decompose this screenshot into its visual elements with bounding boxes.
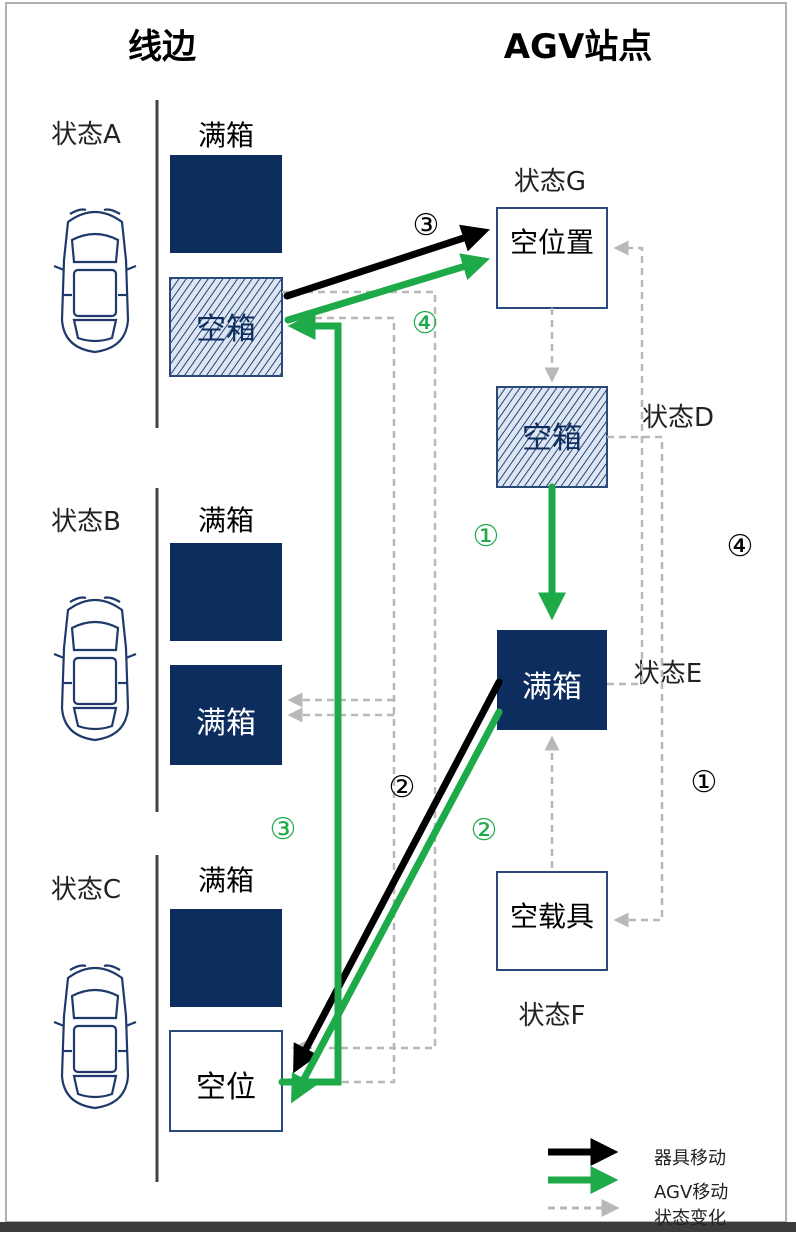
b-top-label: 满箱 xyxy=(198,504,254,537)
e-full-box xyxy=(497,630,607,730)
a-empty-box xyxy=(169,277,283,377)
car-icon xyxy=(52,208,138,354)
legend-state-change: 状态变化 xyxy=(654,1208,726,1229)
state-change-arrows xyxy=(282,240,664,1084)
step-marker-1-green: ① xyxy=(473,519,500,554)
device-move-arrows xyxy=(283,224,503,1074)
car-icon xyxy=(52,596,138,742)
step-marker-4-green: ④ xyxy=(412,306,439,341)
g-box-label: 空位置 xyxy=(510,226,594,259)
a-empty-box-label: 空箱 xyxy=(196,312,256,347)
c-full-box xyxy=(170,909,282,1007)
state-a-label: 状态A xyxy=(51,120,121,150)
state-d-label: 状态D xyxy=(642,403,714,433)
b-full-box-top xyxy=(170,543,282,641)
state-f-label: 状态F xyxy=(519,1001,586,1031)
header-agv-station: AGV站点 xyxy=(504,27,653,67)
b-full-box-label: 满箱 xyxy=(196,706,256,741)
step-marker-3-black: ③ xyxy=(413,208,440,243)
d-empty-box xyxy=(496,386,608,488)
state-g-label: 状态G xyxy=(514,167,586,197)
d-box-label: 空箱 xyxy=(522,421,582,456)
a-full-box xyxy=(170,155,282,253)
step-marker-3-green: ③ xyxy=(270,812,297,847)
step-marker-4-right: ④ xyxy=(727,529,754,564)
legend: 器具移动 AGV移动 状态变化 xyxy=(548,1138,728,1229)
legend-agv-move: AGV移动 xyxy=(654,1182,728,1203)
state-e-label: 状态E xyxy=(634,659,702,689)
c-top-label: 满箱 xyxy=(198,864,254,897)
bottom-bar xyxy=(0,1222,796,1232)
step-marker-2-green: ② xyxy=(471,813,498,848)
c-empty-slot-label: 空位 xyxy=(196,1070,256,1105)
state-b-label: 状态B xyxy=(51,507,121,537)
state-c-label: 状态C xyxy=(51,875,121,905)
step-marker-2-black: ② xyxy=(389,770,416,805)
g-empty-position-box xyxy=(496,207,608,309)
a-top-label: 满箱 xyxy=(198,119,254,152)
step-marker-1-right: ① xyxy=(691,765,718,800)
e-box-label: 满箱 xyxy=(522,670,582,705)
car-icon xyxy=(52,964,138,1110)
b-full-box-bottom xyxy=(170,665,282,765)
legend-device-move: 器具移动 xyxy=(654,1148,726,1169)
f-empty-carrier-box xyxy=(496,871,608,971)
c-empty-slot xyxy=(169,1030,283,1132)
agv-move-arrows xyxy=(278,253,566,1104)
f-box-label: 空载具 xyxy=(510,900,594,933)
header-line-side: 线边 xyxy=(128,27,196,67)
